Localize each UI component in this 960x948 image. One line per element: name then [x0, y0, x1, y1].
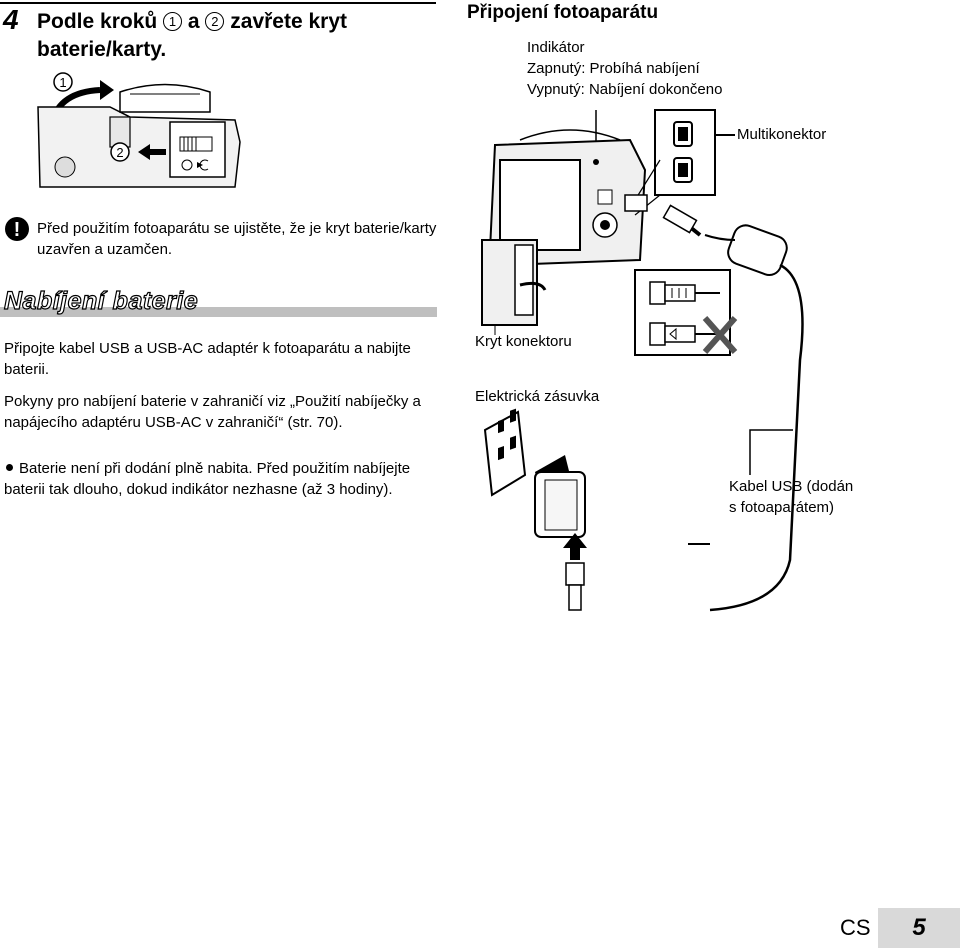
indicator-on-label: Zapnutý: Probíhá nabíjení	[527, 60, 700, 77]
connector-cover	[514, 244, 534, 316]
wrong-x-icon	[702, 316, 738, 354]
step-number: 4	[3, 4, 19, 35]
circled-step-1: 1	[163, 12, 183, 31]
usb-a-plug	[565, 562, 585, 586]
page-number: 5	[878, 908, 960, 948]
section-header: Nabíjení baterie	[0, 286, 437, 317]
lens-barrel	[119, 83, 211, 113]
indicator-lamp-icon	[593, 159, 599, 165]
indicator-label: Indikátor	[527, 39, 585, 56]
caution-text: Před použitím fotoaparátu se ujistěte, ž…	[37, 220, 437, 258]
outlet-plate	[483, 410, 527, 497]
marker-2-text: 2	[116, 145, 123, 160]
tripod-socket-icon	[54, 156, 76, 178]
ferrite-core	[727, 224, 788, 276]
step-title: Podle kroků 1 a 2 zavřete kryt baterie/k…	[37, 8, 347, 64]
language-code: CS	[840, 915, 871, 940]
section-title: Nabíjení baterie	[3, 286, 199, 315]
battery-cover-illustration: 1 2	[37, 72, 241, 188]
outlet-label: Elektrická zásuvka	[475, 388, 600, 405]
top-rule	[0, 2, 436, 4]
usb-cable-label-line1: Kabel USB (dodán	[729, 478, 854, 495]
marker-1-text: 1	[59, 75, 66, 90]
paragraph-connect: Připojte kabel USB a USB-AC adaptér k fo…	[4, 340, 411, 378]
circled-marker-2: 2	[110, 142, 130, 162]
paragraph-abroad: Pokyny pro nabíjení baterie v zahraničí …	[4, 393, 421, 431]
slide-arrow-icon	[138, 144, 150, 160]
lock-icon	[181, 159, 193, 171]
section-band	[0, 307, 437, 317]
step-title-and: a	[187, 10, 200, 33]
circled-step-2: 2	[205, 12, 225, 31]
svg-text:!: !	[14, 219, 21, 241]
bullet-item: Baterie není při dodání plně nabita. Pře…	[4, 458, 444, 500]
caution-icon: !	[5, 217, 29, 241]
usb-cable	[709, 263, 804, 612]
camera-connection-diagram	[481, 109, 804, 612]
bullet-text: Baterie není při dodání plně nabita. Pře…	[4, 460, 411, 498]
camera-screen	[499, 159, 581, 251]
indicator-off-label: Vypnutý: Nabíjení dokončeno	[527, 81, 723, 98]
usb-mini-plug	[624, 194, 648, 212]
bullet-icon	[6, 464, 13, 471]
usb-cable-label-line2: s fotoaparátem)	[729, 499, 835, 516]
multiconnector-label: Multikonektor	[737, 126, 827, 143]
step-title-line2: baterie/karty.	[37, 38, 167, 61]
step-title-part1: Podle kroků	[37, 10, 158, 33]
correct-plug-icon	[664, 284, 696, 302]
circled-marker-1: 1	[53, 72, 73, 92]
connector-cover-label: Kryt konektoru	[475, 333, 572, 350]
connect-title: Připojení fotoaparátu	[467, 2, 659, 23]
up-arrow-icon	[563, 533, 587, 560]
arrow-head-icon	[100, 80, 114, 100]
step-title-part2: zavřete kryt	[230, 10, 348, 33]
